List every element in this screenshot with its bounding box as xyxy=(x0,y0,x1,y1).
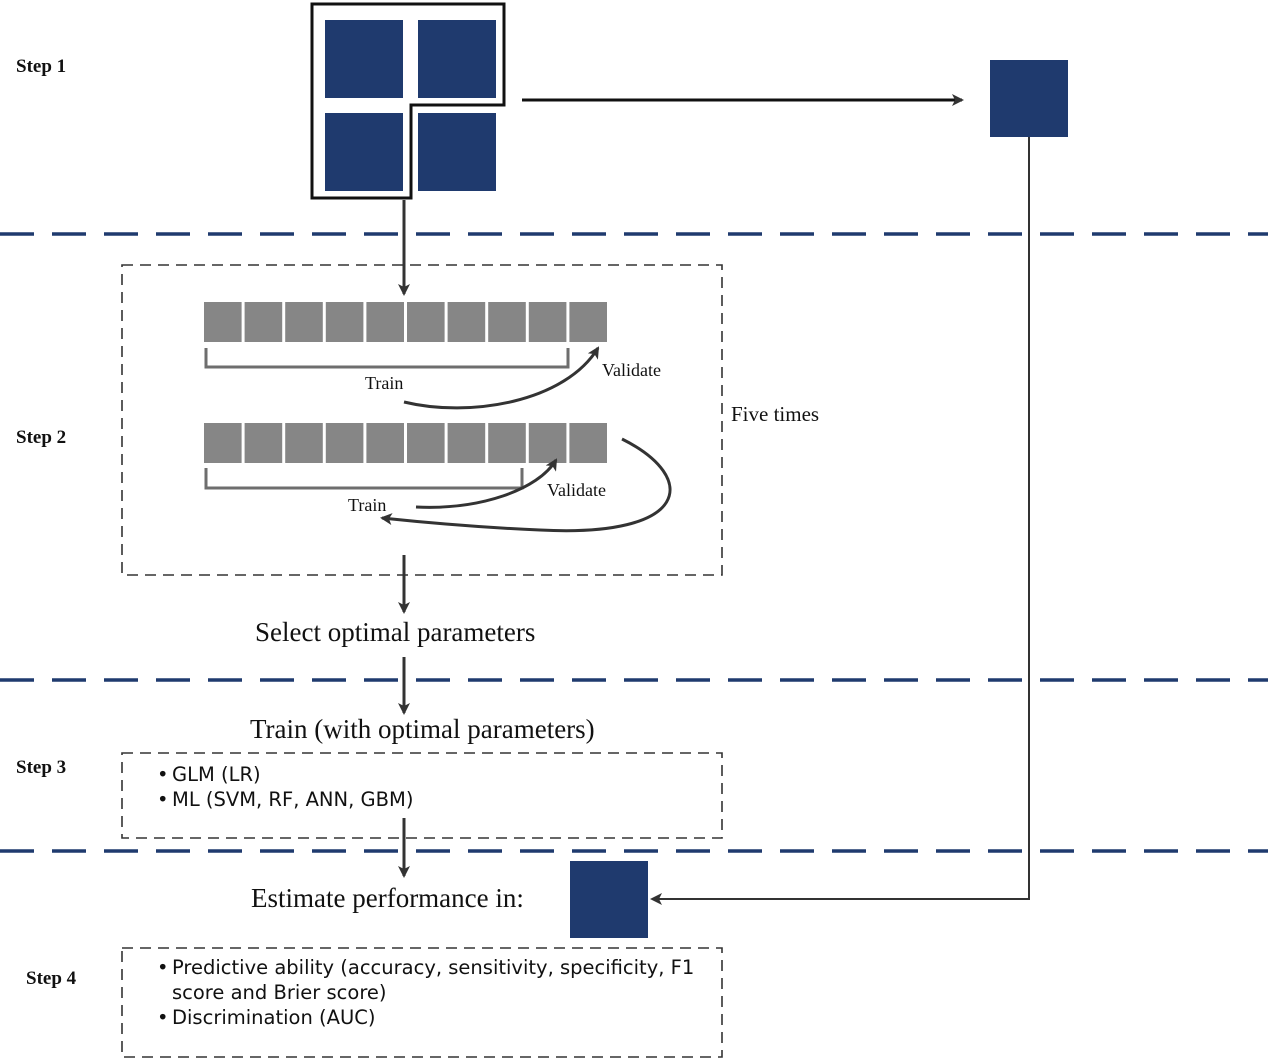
step-4-label: Step 4 xyxy=(26,968,77,989)
step-3-label: Step 3 xyxy=(16,757,67,778)
metrics-list: Predictive ability (accuracy, sensitivit… xyxy=(157,955,694,1030)
fold-bar-1-segment xyxy=(569,302,607,342)
fold-bar-2-segment xyxy=(325,423,364,463)
select-optimal-label: Select optimal parameters xyxy=(255,617,536,647)
test-set-square-estimate xyxy=(570,861,648,938)
fold-bar-1-segment xyxy=(325,302,364,342)
train-to-validate-arrow-1 xyxy=(403,346,600,410)
train-bracket-1 xyxy=(204,348,570,369)
fold-bar-2-segment xyxy=(244,423,283,463)
fold-bar-2-segment xyxy=(528,423,567,463)
test-set-square xyxy=(990,60,1068,137)
quadrant-bottom-left xyxy=(325,113,403,191)
fold-bar-1-segment xyxy=(528,302,567,342)
model-item-ml: ML (SVM, RF, ANN, GBM) xyxy=(157,787,413,812)
fold-bar-1-segment xyxy=(407,302,445,342)
fold-bar-1-segment xyxy=(488,302,526,342)
fold-bar-2-segment xyxy=(569,423,607,463)
fold-bar-2 xyxy=(204,423,607,463)
train-label-1: Train xyxy=(365,373,404,393)
quadrant-top-left xyxy=(325,20,403,98)
fold-bar-2-segment xyxy=(488,423,526,463)
fold-bar-2-segment xyxy=(285,423,323,463)
training-set-outline xyxy=(310,2,506,200)
cv-dashed-box xyxy=(121,264,723,576)
fold-bar-1-segment xyxy=(285,302,323,342)
fold-bar-2-segment xyxy=(447,423,486,463)
metric-item-predictive: Predictive ability (accuracy, sensitivit… xyxy=(157,955,694,1005)
fold-bar-1-segment xyxy=(447,302,486,342)
fold-bar-1-segment xyxy=(366,302,404,342)
test-set-connector xyxy=(650,137,1030,905)
five-times-label: Five times xyxy=(731,402,820,426)
train-label-2: Train xyxy=(348,495,387,515)
fold-bar-2-segment xyxy=(407,423,445,463)
train-to-validate-arrow-2 xyxy=(415,458,558,509)
quadrant-top-right xyxy=(418,20,496,98)
validate-label-2: Validate xyxy=(547,480,606,500)
fold-bar-1 xyxy=(204,302,607,342)
models-list: GLM (LR) ML (SVM, RF, ANN, GBM) xyxy=(157,762,413,812)
quadrant-bottom-right xyxy=(418,113,496,191)
train-bracket-2 xyxy=(204,468,524,490)
step-1-label: Step 1 xyxy=(16,56,67,77)
metrics-dashed-box xyxy=(121,947,723,1058)
estimate-performance-label: Estimate performance in: xyxy=(251,883,524,913)
fold-bar-1-segment xyxy=(244,302,283,342)
train-optimal-label: Train (with optimal parameters) xyxy=(250,714,595,744)
model-item-glm: GLM (LR) xyxy=(157,762,413,787)
fold-bar-2-segment xyxy=(204,423,242,463)
step-2-label: Step 2 xyxy=(16,427,67,448)
repeat-loop-arrow xyxy=(380,437,672,533)
metric-item-discrimination: Discrimination (AUC) xyxy=(157,1005,694,1030)
dataset-quadrants xyxy=(310,2,506,200)
fold-bar-1-segment xyxy=(204,302,242,342)
fold-bar-2-segment xyxy=(366,423,404,463)
validate-label-1: Validate xyxy=(602,360,661,380)
